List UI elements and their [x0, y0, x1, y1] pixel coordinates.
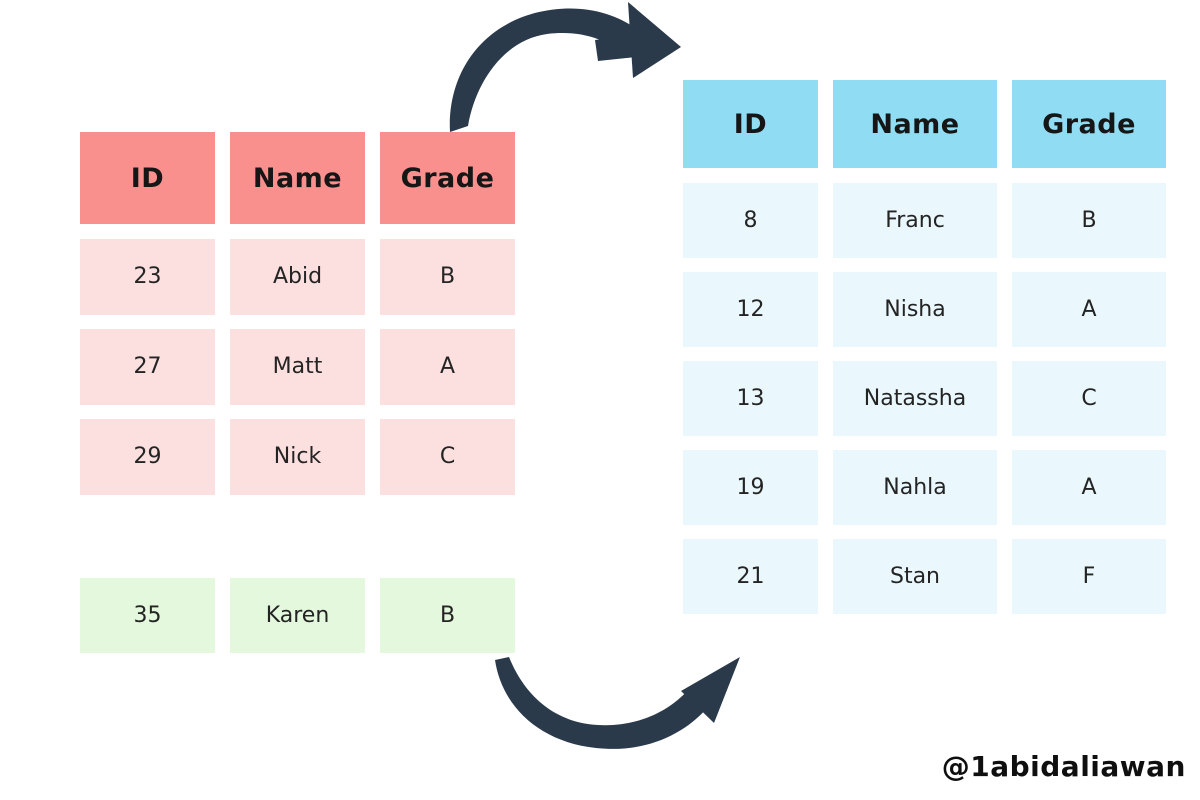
- name-cell: Natassha: [833, 361, 997, 436]
- id-cell: 12: [683, 272, 818, 347]
- grade-cell: F: [1012, 539, 1166, 614]
- column-header-name: Name: [833, 80, 997, 168]
- column-header-grade: Grade: [380, 132, 515, 224]
- id-cell: 29: [80, 419, 215, 495]
- id-cell: 13: [683, 361, 818, 436]
- id-cell: 35: [80, 578, 215, 653]
- grade-cell: A: [1012, 450, 1166, 525]
- grade-cell: B: [1012, 183, 1166, 258]
- source-table: ID Name Grade 23 Abid B 27 Matt A 29 Nic…: [80, 132, 515, 653]
- header-row: ID Name Grade: [80, 132, 515, 224]
- grade-cell: C: [380, 419, 515, 495]
- name-cell: Matt: [230, 329, 365, 405]
- table-row: 13 Natassha C: [683, 361, 1166, 436]
- curved-arrow-bottom-icon: [495, 657, 740, 749]
- id-cell: 19: [683, 450, 818, 525]
- name-cell: Abid: [230, 239, 365, 315]
- name-cell: Karen: [230, 578, 365, 653]
- id-cell: 27: [80, 329, 215, 405]
- grade-cell: C: [1012, 361, 1166, 436]
- column-header-id: ID: [80, 132, 215, 224]
- name-cell: Nick: [230, 419, 365, 495]
- table-gap: [80, 509, 515, 578]
- grade-cell: A: [380, 329, 515, 405]
- id-cell: 8: [683, 183, 818, 258]
- table-row: 8 Franc B: [683, 183, 1166, 258]
- grade-cell: B: [380, 239, 515, 315]
- name-cell: Nisha: [833, 272, 997, 347]
- header-row: ID Name Grade: [683, 80, 1166, 168]
- table-row: 27 Matt A: [80, 329, 515, 405]
- column-header-id: ID: [683, 80, 818, 168]
- id-cell: 23: [80, 239, 215, 315]
- appended-row: 35 Karen B: [80, 578, 515, 653]
- column-header-name: Name: [230, 132, 365, 224]
- result-table: ID Name Grade 8 Franc B 12 Nisha A 13 Na…: [683, 80, 1166, 628]
- table-row: 21 Stan F: [683, 539, 1166, 614]
- table-row: 23 Abid B: [80, 239, 515, 315]
- table-row: 19 Nahla A: [683, 450, 1166, 525]
- id-cell: 21: [683, 539, 818, 614]
- table-row: 29 Nick C: [80, 419, 515, 495]
- author-handle: @1abidaliawan: [941, 750, 1186, 783]
- name-cell: Stan: [833, 539, 997, 614]
- name-cell: Nahla: [833, 450, 997, 525]
- table-row: 12 Nisha A: [683, 272, 1166, 347]
- grade-cell: A: [1012, 272, 1166, 347]
- name-cell: Franc: [833, 183, 997, 258]
- curved-arrow-top-icon: [449, 2, 681, 133]
- column-header-grade: Grade: [1012, 80, 1166, 168]
- grade-cell: B: [380, 578, 515, 653]
